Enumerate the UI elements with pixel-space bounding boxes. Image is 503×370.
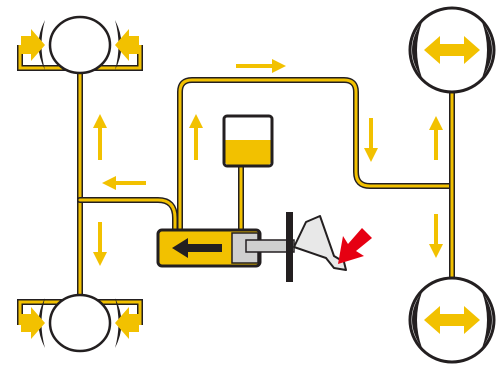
flow-arrow-down: [93, 222, 107, 266]
flow-arrow-up: [189, 114, 203, 160]
rear-right-outward-force-arrow: [424, 306, 480, 334]
flow-arrows: [93, 59, 443, 266]
flow-arrow-down: [364, 118, 378, 162]
piston-direction-arrow: [172, 238, 222, 258]
front-left-inward-force-arrows: [21, 29, 139, 61]
brake-lines: [77, 47, 455, 321]
flow-arrow-up: [93, 114, 107, 160]
rear-left-wheel: [38, 293, 122, 353]
flow-arrow-left: [102, 176, 146, 190]
brake-pedal: [286, 212, 347, 282]
flow-arrow-right: [236, 59, 286, 73]
brake-fluid-reservoir: [222, 114, 274, 168]
front-right-outward-force-arrow: [424, 36, 480, 64]
front-left-wheel: [38, 15, 122, 75]
foot-force-arrow: [338, 228, 372, 264]
rear-left-inward-force-arrows: [21, 307, 139, 339]
flow-arrow-up: [429, 116, 443, 160]
flow-arrow-down: [429, 214, 443, 258]
